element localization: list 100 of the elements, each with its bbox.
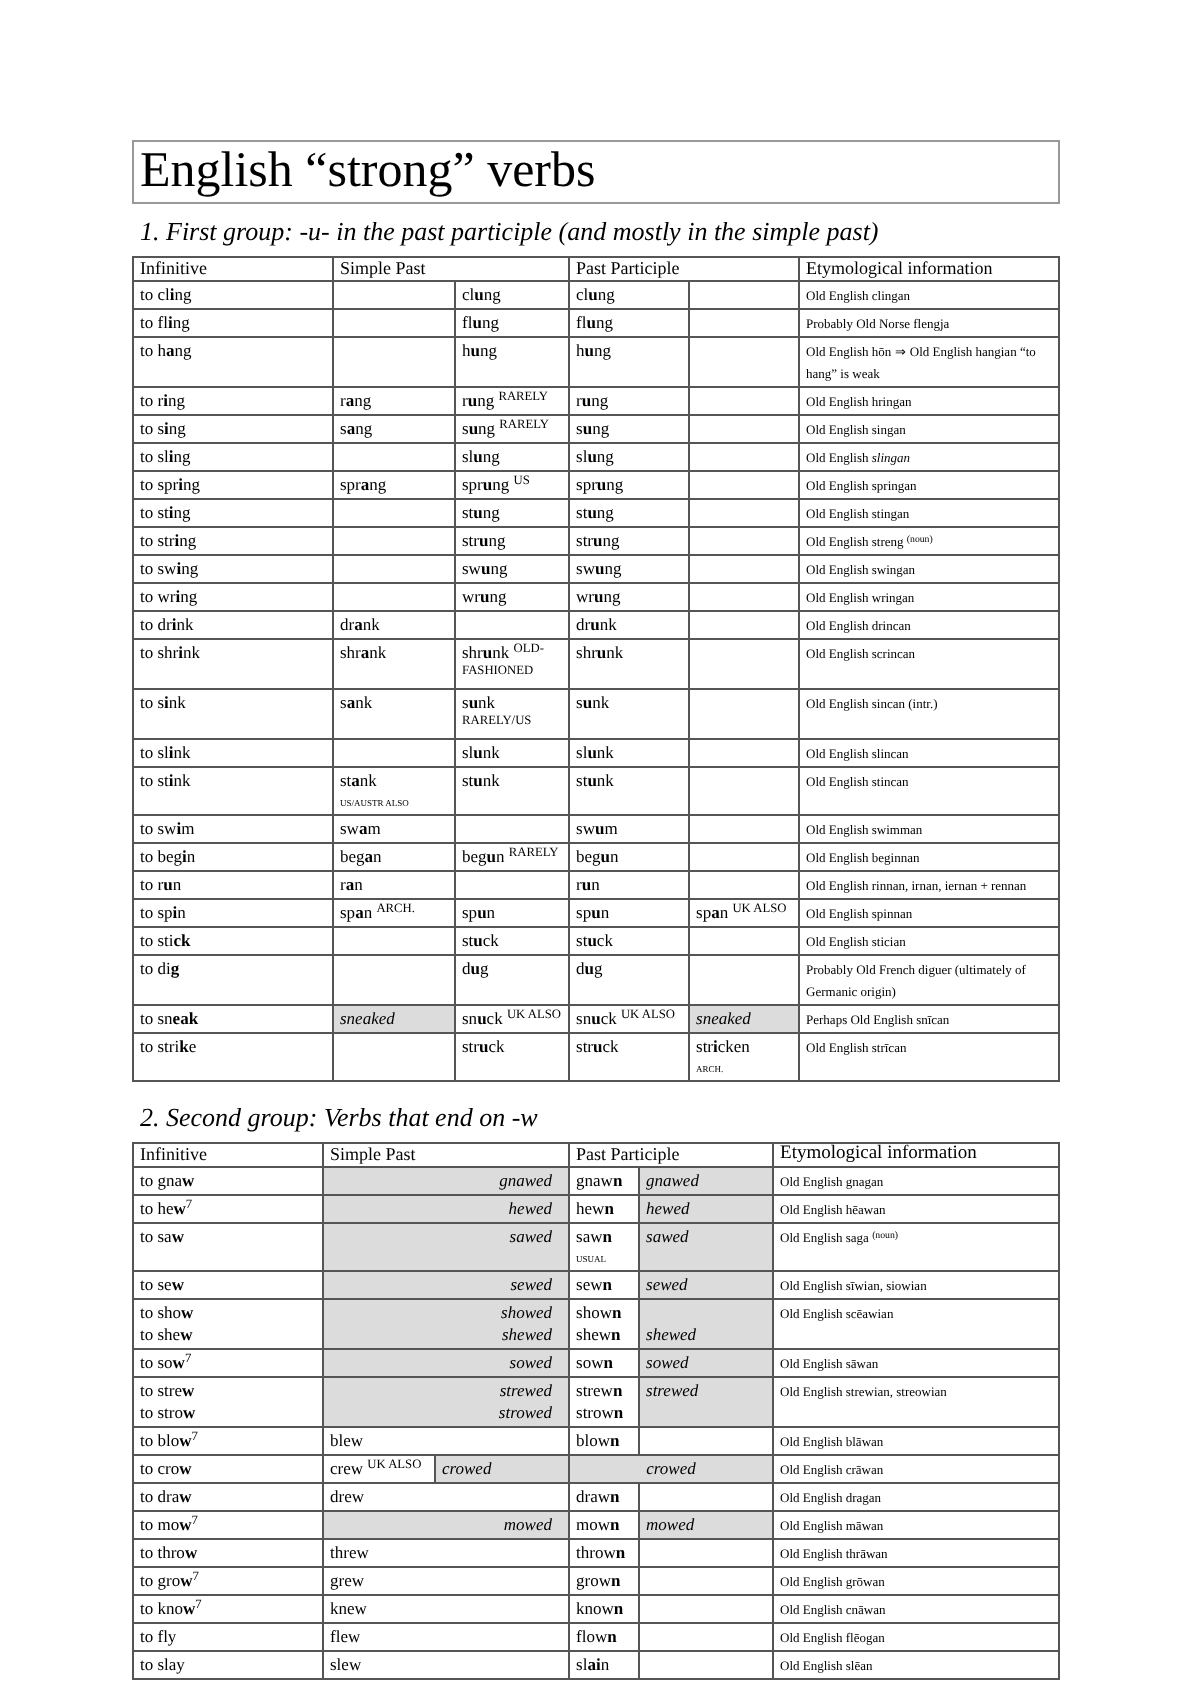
verb-form: drank (340, 614, 380, 634)
verb-form: sowed (646, 1352, 689, 1372)
verb-form: sprung (576, 474, 624, 494)
column-header: Past Participle (576, 1144, 680, 1164)
verb-form: mown (576, 1514, 620, 1534)
verb-form: flown (576, 1626, 617, 1646)
verb-form: swung (576, 558, 622, 578)
verb-form: mowed (646, 1514, 695, 1534)
verb-form: gnawed (646, 1170, 699, 1190)
verb-form: to sink (140, 692, 186, 712)
verb-form: to sew (140, 1274, 184, 1294)
verb-form: sewn (576, 1274, 612, 1294)
verb-form: drawn (576, 1486, 620, 1506)
verb-form: grew (330, 1570, 364, 1590)
verb-form: swum (576, 818, 618, 838)
verb-form: sowed (509, 1352, 553, 1372)
verb-form: slung (576, 446, 614, 466)
verb-form: rung $^{RARELY}$ (462, 390, 549, 410)
verb-form: threw (330, 1542, 369, 1562)
verb-form: dug (462, 958, 489, 978)
verb-form: to wring (140, 586, 198, 606)
verb-form: gnawn (576, 1170, 623, 1190)
column-header: Infinitive (140, 258, 207, 278)
verb-form: to hew$^{7}$ (140, 1198, 193, 1218)
verb-form: known (576, 1598, 624, 1618)
verb-form: shrank (340, 642, 387, 662)
verb-form: span $^{ARCH.}$ (340, 902, 415, 922)
verb-form: to spring (140, 474, 200, 494)
verb-form: sung $^{RARELY}$ (462, 418, 549, 438)
verb-form: stunk (462, 770, 500, 790)
verb-form: to drink (140, 614, 194, 634)
verb-form: to blow$^{7}$ (140, 1430, 198, 1450)
verb-form: snuck $^{UK ALSO}$ (462, 1008, 561, 1028)
verb-form: snuck $^{UK ALSO}$ (576, 1008, 675, 1028)
verb-form: sung (576, 418, 610, 438)
verb-form: to begin (140, 846, 196, 866)
verb-form: hewed (646, 1198, 690, 1218)
verb-form: began (340, 846, 382, 866)
verb-form: rang (340, 390, 372, 410)
verb-form: to dig (140, 958, 180, 978)
verb-form: sprung $^{US}$ (462, 474, 530, 494)
verb-form: begun $^{RARELY}$ (462, 846, 559, 866)
verb-form: stricken (696, 1036, 750, 1056)
verb-form: to sling (140, 446, 191, 466)
verb-form: to shew (140, 1324, 193, 1344)
verb-form: drew (330, 1486, 364, 1506)
verb-form: hung (576, 340, 611, 360)
verb-form: to sow$^{7}$ (140, 1352, 192, 1372)
verb-form: shewn (576, 1324, 621, 1344)
verb-form: sawn (576, 1226, 612, 1246)
verb-form: to sing (140, 418, 186, 438)
verb-form: spun (576, 902, 610, 922)
verb-form: shown (576, 1302, 622, 1322)
verb-form: stunk (576, 770, 614, 790)
verb-form: showed (501, 1302, 553, 1322)
verb-form: stuck (576, 930, 613, 950)
verb-form: to swing (140, 558, 199, 578)
verb-form: sunk (576, 692, 610, 712)
verb-form: swung (462, 558, 508, 578)
verb-form: sneaked (696, 1008, 751, 1028)
verb-form: sawed (646, 1226, 689, 1246)
verb-form: to mow$^{7}$ (140, 1514, 198, 1534)
verb-form: to swim (140, 818, 195, 838)
verb-form: to fling (140, 312, 190, 332)
verb-form: wrung (576, 586, 621, 606)
verb-form: clung (576, 284, 615, 304)
verb-form: hung (462, 340, 497, 360)
verb-form: to hang (140, 340, 192, 360)
verb-form: to fly (140, 1626, 177, 1646)
verb-form: to know$^{7}$ (140, 1598, 202, 1618)
verb-form: to stick (140, 930, 191, 950)
verb-form: grown (576, 1570, 621, 1590)
verb-form: strung (576, 530, 620, 550)
section-heading: 2. Second group: Verbs that end on -w (140, 1102, 538, 1132)
verb-form: stung (462, 502, 500, 522)
verb-form: slung (462, 446, 500, 466)
verb-form: flung (576, 312, 613, 332)
verb-form: to strow (140, 1402, 196, 1422)
verb-form: knew (330, 1598, 367, 1618)
verb-form: spun (462, 902, 496, 922)
verb-form: crew $^{UK ALSO}$ (330, 1458, 422, 1478)
verb-form: slunk (462, 742, 500, 762)
verb-form: strowed (498, 1402, 553, 1422)
verb-form: to stink (140, 770, 191, 790)
verb-form: to gnaw (140, 1170, 195, 1190)
verb-form: slew (330, 1654, 362, 1674)
verb-form: blew (330, 1430, 364, 1450)
verb-form: to ring (140, 390, 185, 410)
verb-form: to slay (140, 1654, 185, 1674)
verb-form: strung (462, 530, 506, 550)
verb-form: hewn (576, 1198, 614, 1218)
verb-form: begun (576, 846, 619, 866)
verb-form: to string (140, 530, 197, 550)
verb-form: drunk (576, 614, 617, 634)
verb-form: sawed (509, 1226, 553, 1246)
verb-form: ran (340, 874, 363, 894)
verb-form: hewed (508, 1198, 553, 1218)
verb-form: crowed (442, 1458, 492, 1478)
section-heading: 1. First group: -u- in the past participle (and mostly in the simple past) (140, 216, 879, 246)
verb-form: thrown (576, 1542, 626, 1562)
